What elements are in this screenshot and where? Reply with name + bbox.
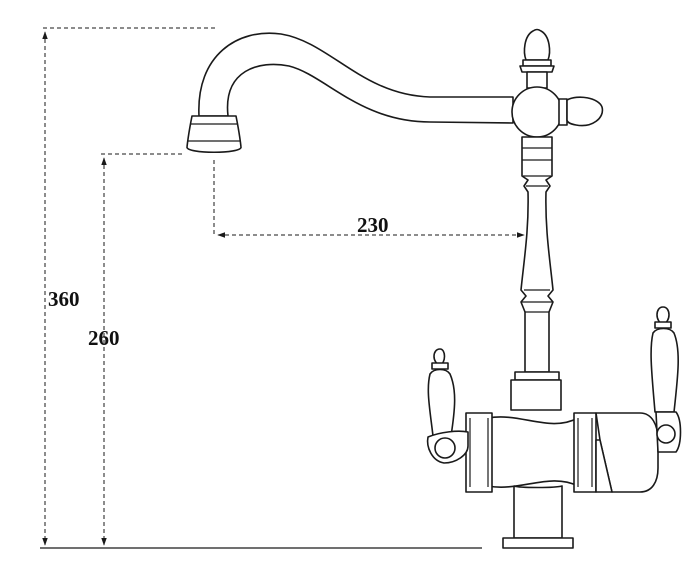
left-handle-lever	[427, 368, 456, 437]
base-column	[513, 485, 563, 539]
neck	[510, 379, 562, 411]
side-knob	[566, 96, 604, 127]
dimension-total-height: 360	[42, 27, 218, 546]
base-plate	[502, 537, 574, 549]
dimension-label-360: 360	[48, 287, 80, 311]
dimension-label-230: 230	[357, 213, 389, 237]
dimension-label-260: 260	[88, 326, 120, 350]
right-handle-lever	[650, 327, 679, 413]
faucet	[186, 28, 682, 549]
right-valve-body	[595, 412, 659, 493]
mixer-body	[487, 416, 579, 488]
spout	[198, 32, 514, 124]
swivel-ball	[511, 86, 563, 138]
dimension-spout-reach: 230	[213, 160, 535, 248]
aerator	[186, 115, 242, 153]
dimension-spout-height: 260	[88, 153, 185, 546]
column	[520, 136, 554, 373]
top-finial	[523, 28, 551, 61]
